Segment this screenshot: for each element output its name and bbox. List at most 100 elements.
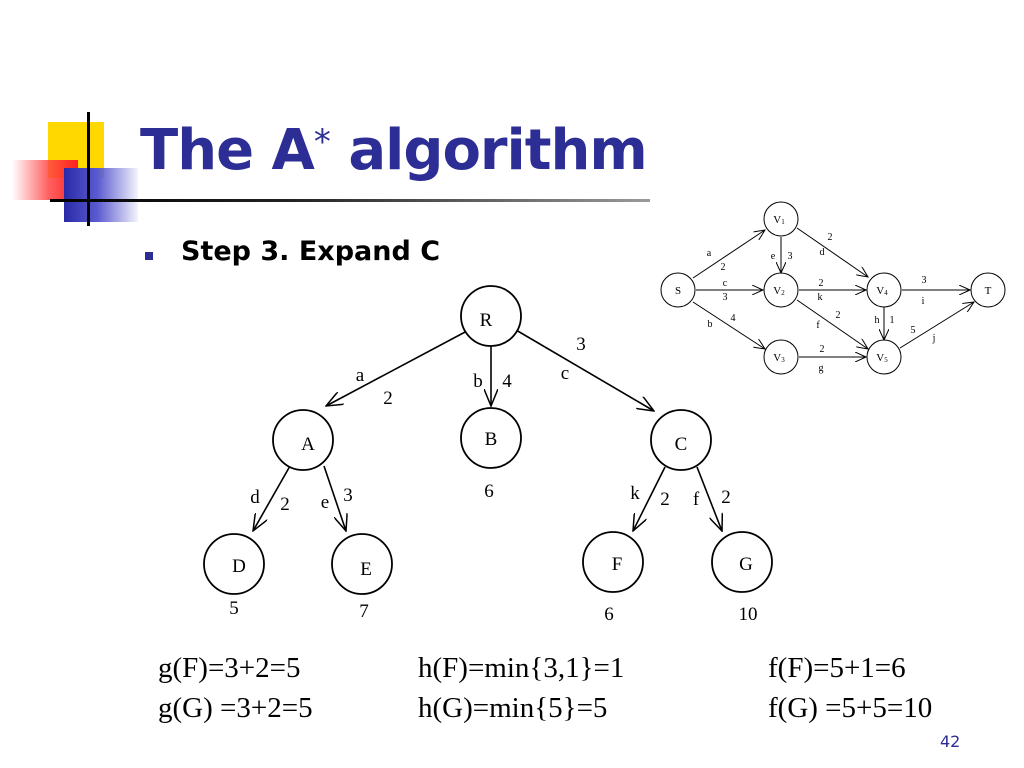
tree-edge-k-label: k [630, 483, 640, 504]
deco-vertical-line [87, 112, 90, 226]
graph-node-t [970, 272, 1006, 308]
tree-node-f [582, 531, 644, 593]
graph-edge-d-cost: 2 [828, 232, 833, 243]
tree-edge-f-cost: 2 [721, 487, 731, 508]
tree-value-e: 7 [359, 601, 369, 622]
tree-node-f-label: F [612, 554, 623, 575]
page-number: 42 [940, 732, 961, 751]
calc-f-f: f(F)=5+1=6 [768, 652, 906, 684]
calc-g-g: g(G) =3+2=5 [158, 692, 313, 724]
graph-edge-g-cost: 2 [820, 344, 825, 355]
graph-edge-f-cost: 2 [836, 310, 841, 321]
tree-node-b [460, 407, 522, 469]
tree-edge-k [633, 466, 666, 531]
page-title: The A* algorithm [140, 118, 648, 183]
graph-edge-e-label: e [771, 251, 776, 262]
tree-edge-d-label: d [250, 487, 260, 508]
tree-node-e [331, 533, 393, 595]
graph-edge-b-label: b [708, 319, 713, 330]
graph-node-v4-label: V4 [876, 285, 888, 297]
tree-node-r-label: R [480, 310, 493, 331]
tree-edge-c-cost: 3 [576, 334, 586, 355]
tree-node-a-label: A [301, 434, 315, 455]
tree-edge-f-label: f [693, 489, 700, 510]
graph-edge-a [692, 230, 765, 279]
tree-edge-a [326, 330, 468, 406]
tree-edge-d [253, 465, 291, 531]
graph-edge-d-label: d [820, 247, 825, 258]
tree-node-c-label: C [675, 434, 688, 455]
title-underline [50, 199, 650, 202]
graph-edge-c-label: c [723, 278, 728, 289]
tree-node-g [711, 531, 773, 593]
graph-node-v4 [866, 272, 902, 308]
deco-blue-square [64, 168, 138, 222]
graph-edge-a-label: a [707, 248, 712, 259]
graph-edge-e-cost: 3 [788, 251, 793, 262]
tree-edge-e-label: e [321, 492, 329, 513]
graph-edge-a-cost: 2 [721, 262, 726, 273]
calc-h-f: h(F)=min{3,1}=1 [418, 652, 625, 684]
graph-edge-h-cost: 1 [890, 315, 895, 326]
title-rest: algorithm [329, 118, 647, 183]
tree-edge-a-label: a [356, 365, 365, 386]
graph-edge-d [796, 227, 868, 277]
graph-node-v3-label: V3 [773, 352, 785, 364]
calc-f-g: f(G) =5+5=10 [768, 692, 933, 724]
bullet-marker [145, 252, 153, 260]
tree-edge-e-cost: 3 [343, 485, 353, 506]
graph-node-v5 [866, 339, 902, 375]
graph-edge-f [796, 299, 868, 349]
tree-edge-k-cost: 2 [660, 489, 670, 510]
tree-node-r [460, 285, 522, 347]
tree-node-g-label: G [739, 554, 753, 575]
tree-value-d: 5 [229, 598, 239, 619]
graph-edge-b [692, 301, 765, 349]
graph-node-s-label: S [675, 285, 681, 297]
tree-value-f: 6 [604, 604, 614, 625]
tree-edge-c [515, 329, 654, 411]
tree-node-b-label: B [485, 429, 498, 450]
tree-node-c [650, 409, 712, 471]
calc-g-f: g(F)=3+2=5 [158, 652, 301, 684]
graph-edge-h-label: h [875, 315, 880, 326]
title-asterisk: * [313, 122, 331, 162]
graph-node-v3 [763, 339, 799, 375]
problem-graph: S T V1 V2 V3 V4 V5 a 2 c 3 4 b 2 d e 3 2… [660, 201, 1006, 375]
graph-node-v1 [763, 201, 799, 237]
title-main: The A [140, 118, 315, 183]
graph-node-t-label: T [985, 285, 992, 297]
graph-edge-j-cost: 5 [911, 325, 916, 336]
graph-edge-k-label: k [818, 292, 823, 303]
search-tree: R A B C D E F G a 2 b 4 3 c d 2 e 3 k 2 … [203, 285, 773, 625]
tree-edge-f [696, 466, 722, 531]
tree-node-d [203, 533, 265, 595]
tree-value-g: 10 [739, 604, 758, 625]
tree-edge-d-cost: 2 [280, 494, 290, 515]
graph-edge-i-label: i [922, 296, 925, 307]
graph-node-v2 [763, 272, 799, 308]
tree-node-e-label: E [360, 559, 372, 580]
graph-node-s [660, 272, 696, 308]
graph-edge-g-label: g [819, 363, 824, 374]
graph-edge-f-label: f [816, 320, 820, 331]
tree-edge-e [323, 465, 346, 531]
tree-edge-b-cost: 4 [502, 371, 512, 392]
bullet-step: Step 3. Expand C [181, 236, 441, 267]
tree-value-b: 6 [484, 481, 494, 502]
tree-node-d-label: D [232, 556, 246, 577]
graph-edge-i-cost: 3 [922, 275, 927, 286]
graph-node-v1-label: V1 [773, 214, 785, 226]
graph-edge-j-label: j [932, 333, 936, 344]
graph-edge-k-cost: 2 [819, 278, 824, 289]
graph-node-v5-label: V5 [876, 352, 888, 364]
graph-edge-c-cost: 3 [723, 292, 728, 303]
tree-node-a [272, 409, 334, 471]
calc-h-g: h(G)=min{5}=5 [418, 692, 608, 724]
tree-edge-c-label: c [561, 363, 569, 384]
graph-node-v2-label: V2 [773, 285, 785, 297]
graph-edge-j [899, 302, 974, 349]
graph-edge-b-cost: 4 [731, 313, 736, 324]
tree-edge-b-label: b [473, 371, 483, 392]
